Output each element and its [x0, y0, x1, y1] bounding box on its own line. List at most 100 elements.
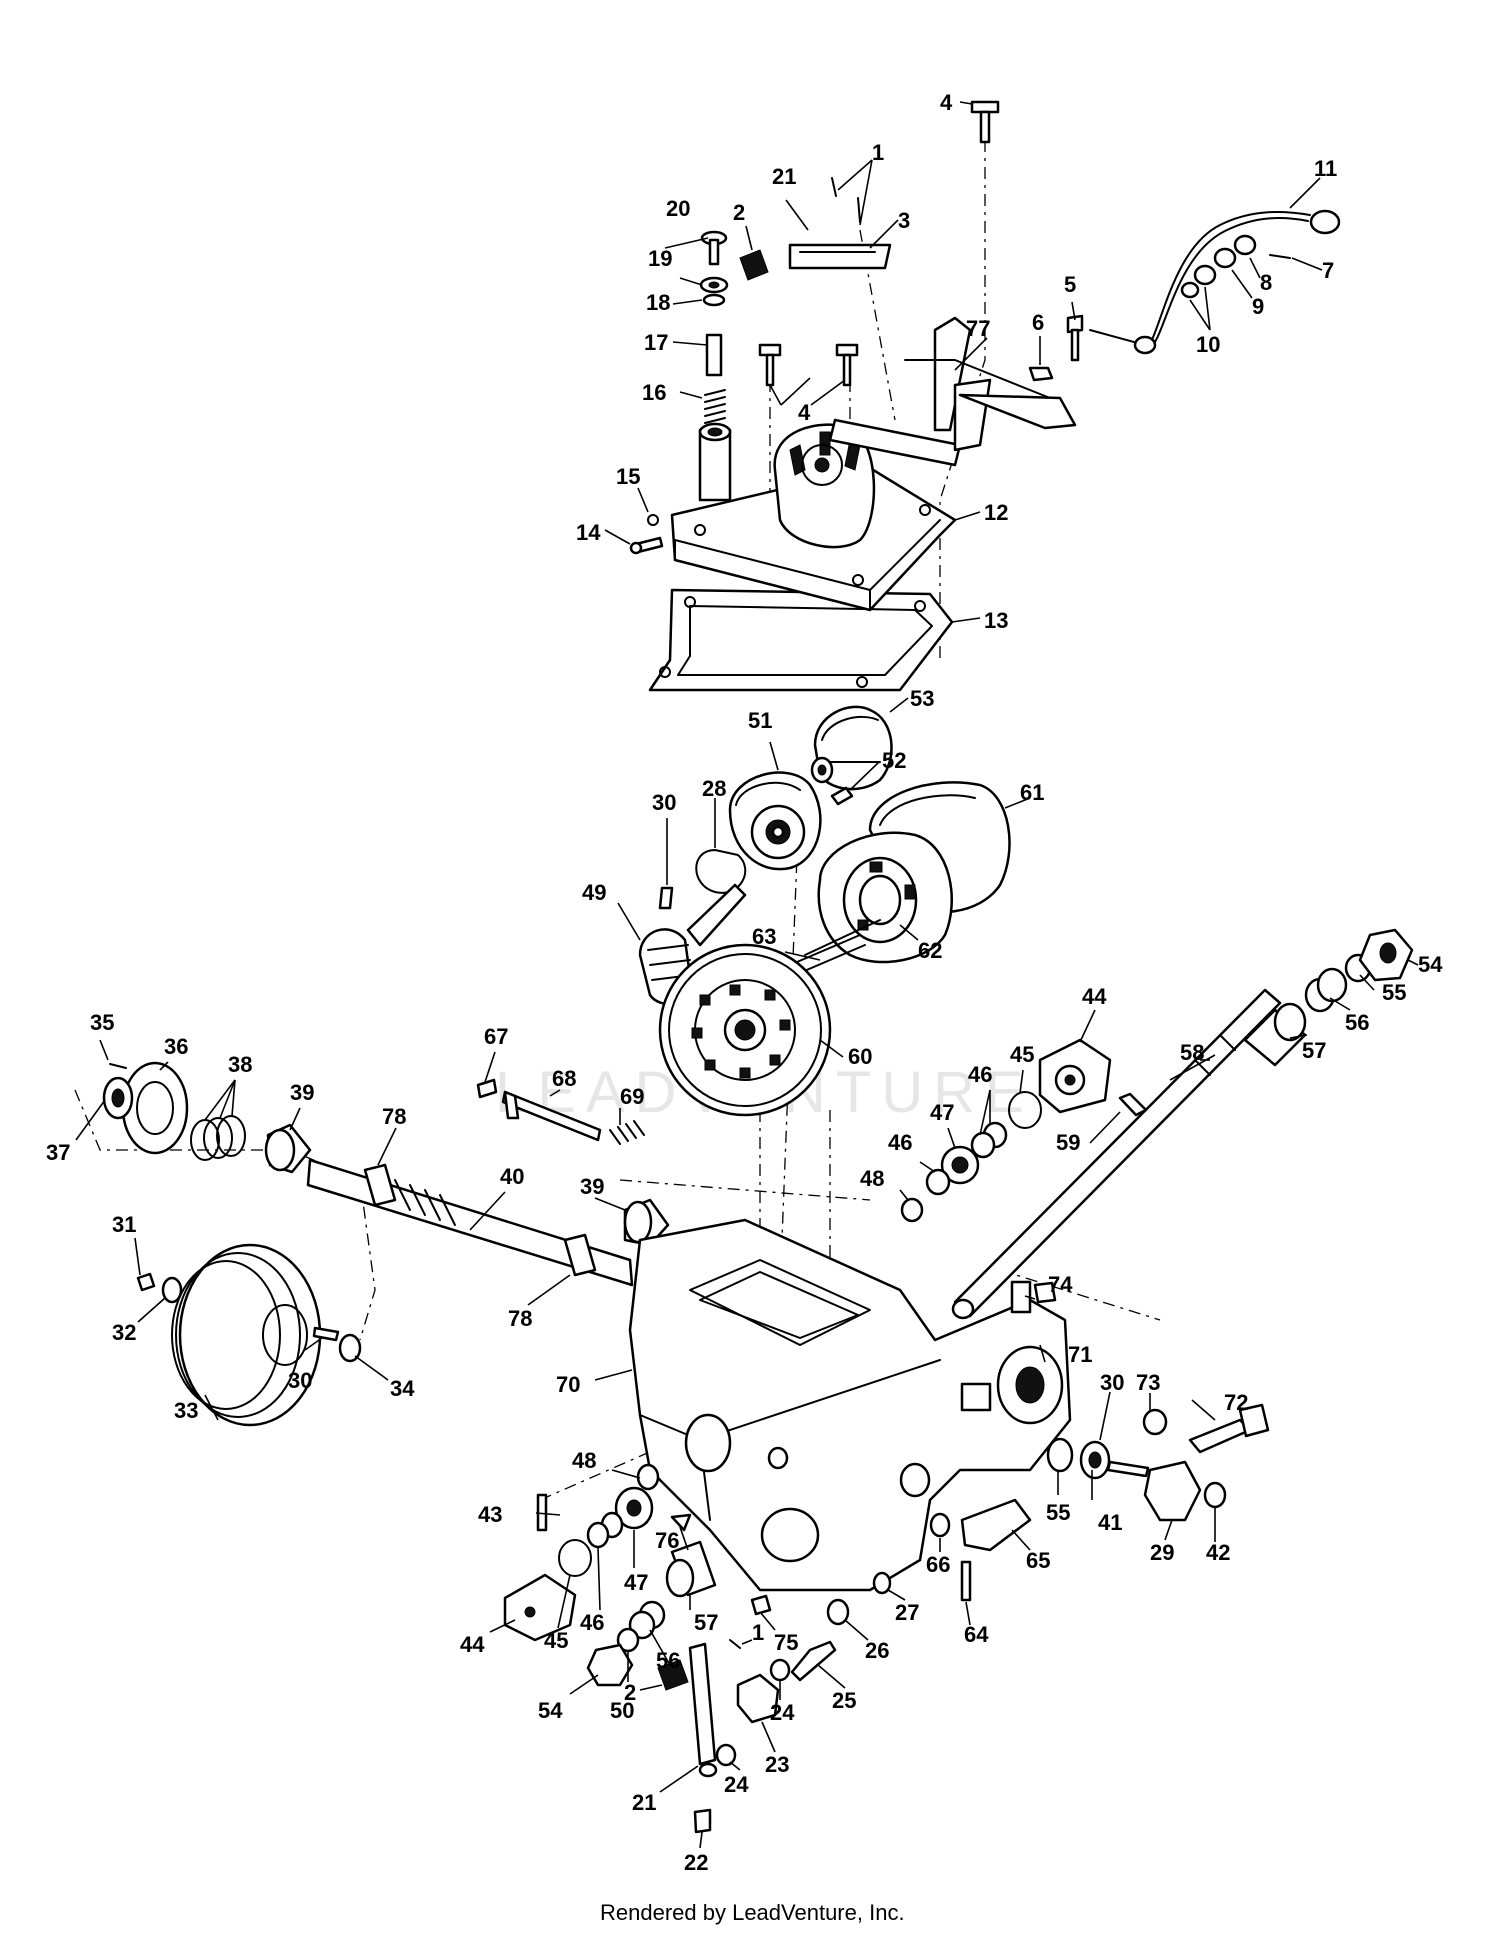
callout-54: 54	[538, 1698, 563, 1723]
callout-68: 68	[552, 1066, 576, 1091]
right-side-parts	[929, 1403, 1270, 1602]
leader-lines	[75, 101, 1419, 1849]
callout-23: 23	[765, 1752, 789, 1777]
callout-67: 67	[484, 1024, 508, 1049]
callout-52: 52	[882, 748, 906, 773]
callout-20: 20	[666, 196, 690, 221]
callout-9: 9	[1252, 294, 1264, 319]
footer-credit: Rendered by LeadVenture, Inc.	[600, 1900, 905, 1925]
callout-25: 25	[832, 1688, 856, 1713]
callout-2: 2	[624, 1680, 636, 1705]
callout-46: 46	[580, 1610, 604, 1635]
callout-14: 14	[576, 520, 601, 545]
callout-64: 64	[964, 1622, 989, 1647]
callout-29: 29	[1150, 1540, 1174, 1565]
callout-53: 53	[910, 686, 934, 711]
callout-59: 59	[1056, 1130, 1080, 1155]
callout-1: 1	[872, 140, 884, 165]
callout-56: 56	[656, 1648, 680, 1673]
callout-44: 44	[1082, 984, 1107, 1009]
callout-46: 46	[968, 1062, 992, 1087]
callout-24: 24	[724, 1772, 749, 1797]
callout-63: 63	[752, 924, 776, 949]
callout-26: 26	[865, 1638, 889, 1663]
gear-51	[728, 771, 822, 871]
callout-34: 34	[390, 1376, 415, 1401]
callout-28: 28	[702, 776, 726, 801]
callout-69: 69	[620, 1084, 644, 1109]
callout-31: 31	[112, 1212, 136, 1237]
callout-32: 32	[112, 1320, 136, 1345]
callout-30: 30	[1100, 1370, 1124, 1395]
callout-55: 55	[1046, 1500, 1070, 1525]
callout-77: 77	[966, 316, 990, 341]
gear-set	[638, 705, 1011, 1117]
callout-3: 3	[898, 208, 910, 233]
callout-21: 21	[772, 164, 796, 189]
callout-48: 48	[860, 1166, 884, 1191]
callout-22: 22	[684, 1850, 708, 1875]
callout-57: 57	[694, 1610, 718, 1635]
callout-17: 17	[644, 330, 668, 355]
callout-11: 11	[1314, 156, 1337, 181]
callout-48: 48	[572, 1448, 596, 1473]
callout-19: 19	[648, 246, 672, 271]
callout-13: 13	[984, 608, 1008, 633]
callout-42: 42	[1206, 1540, 1230, 1565]
callout-71: 71	[1068, 1342, 1092, 1367]
callout-1: 1	[752, 1620, 764, 1645]
callout-39: 39	[580, 1174, 604, 1199]
callout-18: 18	[646, 290, 670, 315]
callout-75: 75	[774, 1630, 798, 1655]
callout-46: 46	[888, 1130, 912, 1155]
gear-60	[658, 943, 832, 1117]
callout-41: 41	[1098, 1510, 1122, 1535]
callout-78: 78	[508, 1306, 532, 1331]
callout-66: 66	[926, 1552, 950, 1577]
callout-8: 8	[1260, 270, 1272, 295]
callout-24: 24	[770, 1700, 795, 1725]
shift-cover-assembly	[629, 100, 1341, 692]
callout-54: 54	[1418, 952, 1443, 977]
callout-65: 65	[1026, 1548, 1050, 1573]
lower-left-parts	[503, 1463, 892, 1834]
callout-60: 60	[848, 1044, 872, 1069]
callout-58: 58	[1180, 1040, 1204, 1065]
callout-21: 21	[632, 1790, 656, 1815]
callout-30: 30	[652, 790, 676, 815]
callout-39: 39	[290, 1080, 314, 1105]
callout-30: 30	[288, 1368, 312, 1393]
callout-35: 35	[90, 1010, 114, 1035]
callout-40: 40	[500, 1164, 524, 1189]
callout-55: 55	[1382, 980, 1406, 1005]
callout-33: 33	[174, 1398, 198, 1423]
callout-27: 27	[895, 1600, 919, 1625]
callout-16: 16	[642, 380, 666, 405]
callout-73: 73	[1136, 1370, 1160, 1395]
callout-7: 7	[1322, 258, 1334, 283]
callout-45: 45	[1010, 1042, 1034, 1067]
callout-72: 72	[1224, 1390, 1248, 1415]
callout-47: 47	[624, 1570, 648, 1595]
callout-47: 47	[930, 1100, 954, 1125]
callout-5: 5	[1064, 272, 1076, 297]
callout-70: 70	[556, 1372, 580, 1397]
callout-15: 15	[616, 464, 640, 489]
callout-4: 4	[798, 400, 811, 425]
callout-38: 38	[228, 1052, 252, 1077]
callout-43: 43	[478, 1502, 502, 1527]
callout-49: 49	[582, 880, 606, 905]
transmission-housing	[628, 1218, 1072, 1616]
callout-51: 51	[748, 708, 772, 733]
worm-shaft-assembly	[102, 1061, 670, 1427]
callout-4: 4	[940, 90, 953, 115]
callout-numbers: 1 1 2 2 3 4 4 5 6 7 8 9 10 11 12 13 14 1…	[46, 90, 1443, 1875]
callout-10: 10	[1196, 332, 1220, 357]
callout-56: 56	[1345, 1010, 1369, 1035]
callout-12: 12	[984, 500, 1008, 525]
callout-36: 36	[164, 1034, 188, 1059]
callout-6: 6	[1032, 310, 1044, 335]
callout-61: 61	[1020, 780, 1044, 805]
callout-37: 37	[46, 1140, 70, 1165]
